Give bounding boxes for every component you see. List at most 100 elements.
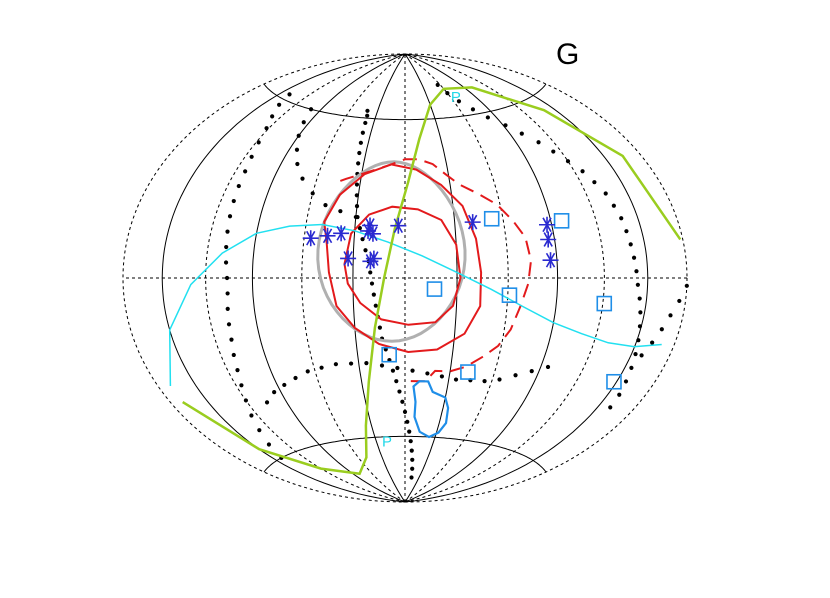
dot-marker [225,229,230,234]
dot-marker [368,270,373,275]
dot-marker [565,159,571,164]
square-marker [460,364,476,380]
dot-marker [617,392,622,397]
dot-marker [580,169,585,174]
pole-label: P [451,89,461,106]
dot-marker [369,281,375,286]
dot-marker [637,324,643,329]
star-marker [539,216,556,233]
dot-marker [592,180,597,185]
dot-marker [536,140,541,145]
dot-marker [354,204,360,209]
star-marker [464,214,481,231]
dotted-curve [264,361,551,405]
dot-marker [634,269,639,274]
dot-marker [323,203,328,208]
dot-marker [545,364,551,370]
dot-marker [231,352,236,358]
dot-marker [623,379,629,384]
dot-marker [249,413,254,418]
dot-marker [229,337,234,342]
dot-marker [373,303,378,308]
dot-marker [608,405,613,410]
meridian-line [404,53,649,503]
dot-marker [650,340,655,345]
dot-marker [256,140,261,145]
dot-marker [348,361,354,366]
dot-marker [239,383,244,388]
dot-marker [354,182,360,187]
star-marker [302,230,319,247]
dot-marker [379,363,385,368]
dot-marker [257,428,262,433]
dot-marker [482,379,487,384]
dot-marker [631,255,637,260]
dot-marker [301,120,306,125]
dot-marker [227,214,233,219]
star-marker [540,231,557,248]
dot-marker [243,398,249,403]
dot-marker [435,82,440,87]
curves [168,82,689,480]
dot-marker [390,368,396,373]
dot-marker [409,448,414,453]
dot-marker [365,113,370,118]
dot-marker [223,260,229,265]
dot-marker [513,373,518,378]
graticule [122,53,688,503]
dot-marker [485,115,490,120]
cyan-curve [168,223,662,387]
star-marker [333,225,350,242]
dot-marker [636,338,641,343]
dot-marker [439,374,445,379]
dot-marker [360,237,365,242]
dot-marker [638,310,643,315]
dot-marker [364,361,369,366]
dot-marker [357,226,362,231]
dotted-curve [223,92,292,460]
star-marker [390,217,407,234]
dot-marker [353,214,358,220]
dot-marker [264,400,270,405]
parallel-line [263,435,547,473]
dot-marker [270,114,275,119]
dot-marker [249,154,254,159]
dot-marker [497,377,502,382]
dot-marker [358,140,363,145]
dot-marker [677,298,682,304]
dot-marker [363,248,368,253]
dot-marker [338,209,343,214]
dot-marker [410,368,415,373]
dotted-curve [435,82,643,410]
dot-marker [408,439,413,444]
square-marker [483,210,500,227]
star-marker [362,253,379,270]
dot-marker [619,216,624,221]
dot-marker [684,283,689,288]
red-contour [343,205,462,326]
dot-marker [272,390,277,395]
dot-marker [333,362,338,367]
dot-marker [365,108,370,113]
dot-marker [551,149,556,154]
square-marker [381,346,397,363]
dot-marker [400,399,405,404]
square-marker [606,373,622,390]
parallel-line [263,83,547,121]
dot-marker [371,292,376,297]
dotted-curve [294,107,358,220]
dot-marker [225,291,230,296]
dot-marker [639,353,644,358]
map-boundary [122,53,688,503]
panel-label: G [556,38,580,71]
dot-marker [305,369,310,374]
dot-marker [425,371,430,376]
dot-marker [410,457,415,462]
square-marker [501,287,518,303]
meridian-line [404,53,458,503]
dot-marker [395,365,400,371]
dot-marker [407,429,412,434]
dot-marker [296,133,301,138]
